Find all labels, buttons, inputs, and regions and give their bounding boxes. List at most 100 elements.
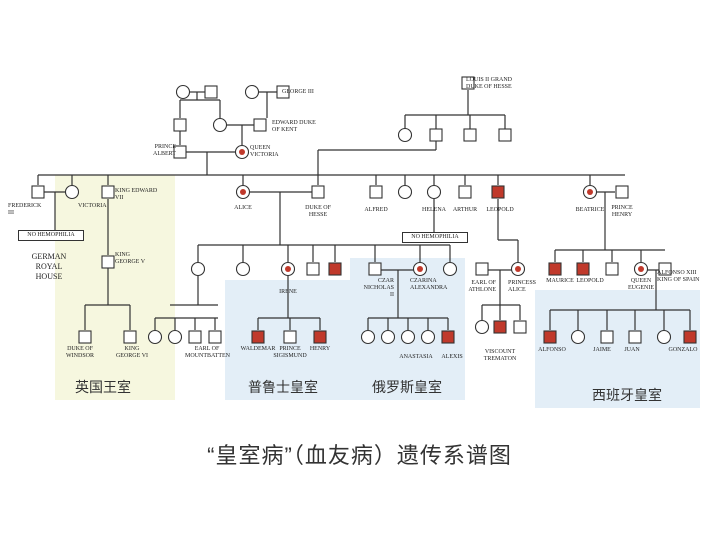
label-beatrice: BEATRICE — [575, 207, 605, 213]
female-helena — [426, 184, 442, 200]
label-prince-henry: PRINCE HENRY — [611, 205, 633, 218]
label-earl-athlone: EARL OF ATHLONE — [468, 280, 496, 293]
female-maria — [400, 329, 416, 345]
male-hesse-son — [429, 128, 443, 142]
carrier-dot-irene — [285, 266, 291, 272]
male-george-vi — [123, 330, 137, 344]
label-leopold: LEOPOLD — [486, 207, 514, 213]
female-marie — [442, 261, 458, 277]
house-russian: 俄罗斯皇室 — [372, 380, 442, 396]
male-waldemar — [251, 330, 265, 344]
label-frederick: FREDERICK III — [8, 203, 42, 216]
female-louise — [167, 329, 183, 345]
female-olga — [360, 329, 376, 345]
male-alfred — [369, 185, 383, 199]
label-edward-vii: KING EDWARD VII — [115, 188, 158, 201]
male-rupert — [513, 320, 527, 334]
male-george-iii — [276, 85, 290, 99]
house-spanish: 西班牙皇室 — [592, 388, 662, 404]
male-ancestor-left — [173, 118, 187, 132]
diagram-title: “皇室病”（血友病）遗传系谱图 — [207, 443, 512, 468]
male-great-grandfather-1 — [204, 85, 218, 99]
male-hesse-son-3 — [498, 128, 512, 142]
male-louis-ii — [461, 76, 475, 90]
male-edward-vii — [101, 185, 115, 199]
male-juan — [628, 330, 642, 344]
label-maurice: MAURICE — [546, 278, 574, 284]
label-george-vi: KING GEORGE VI — [115, 346, 149, 359]
label-arthur: ARTHUR — [452, 207, 478, 213]
male-george-v — [101, 255, 115, 269]
label-waldemar: WALDEMAR — [240, 346, 276, 352]
female-maria-cristina — [656, 329, 672, 345]
label-czar-nicholas: CZAR NICHOLAS II — [363, 278, 394, 298]
carrier-dot-beatrice — [587, 189, 593, 195]
male-ernst — [306, 262, 320, 276]
house-prussian: 普鲁士皇室 — [248, 380, 318, 396]
female-victoria — [64, 184, 80, 200]
label-louis-ii: LOUIS II GRAND DUKE OF HESSE — [466, 77, 512, 90]
label-duke-hesse: DUKE OF HESSE — [305, 205, 331, 218]
note-no-hemophilia-1: NO HEMOPHILIA — [18, 230, 84, 241]
female-victoria-hesse — [190, 261, 206, 277]
female-lady-may — [474, 319, 490, 335]
male-duke-hesse — [311, 185, 325, 199]
male-gonzalo — [683, 330, 697, 344]
label-queen-eugenie: QUEEN EUGENIE — [628, 278, 654, 291]
label-alfonso: ALFONSO — [538, 347, 566, 353]
label-earl-mountbatten: EARL OF MOUNTBATTEN — [185, 346, 230, 359]
label-jaime: JAIME — [593, 347, 611, 353]
female-great-grandmother-2 — [244, 84, 260, 100]
carrier-dot-princess-alice — [515, 266, 521, 272]
male-hesse-son-2 — [463, 128, 477, 142]
british-house-region — [55, 175, 175, 400]
carrier-dot-queen-eugenie — [638, 266, 644, 272]
male-leopold — [491, 185, 505, 199]
male-prince-albert — [173, 145, 187, 159]
female-alice-b — [147, 329, 163, 345]
male-jaime — [600, 330, 614, 344]
label-helena: HELENA — [422, 207, 446, 213]
male-frederick — [31, 185, 45, 199]
label-viscount-trematon: VISCOUNT TREMATON — [483, 349, 517, 362]
female-ancestor-mid — [212, 117, 228, 133]
label-alfonso-xiii: ALFONSO XIII KING OF SPAIN — [657, 270, 700, 283]
label-alexis: ALEXIS — [441, 354, 463, 360]
label-george-iii: GEORGE III — [282, 89, 314, 95]
label-queen-victoria: QUEEN VICTORIA — [250, 145, 279, 158]
label-alfred: ALFRED — [364, 207, 388, 213]
label-anastasia: ANASTASIA — [399, 354, 433, 360]
label-henry: HENRY — [309, 346, 331, 352]
label-czarina-alexandra: CZARINA ALEXANDRA — [410, 278, 448, 291]
male-friedrich — [328, 262, 342, 276]
female-beatriz — [570, 329, 586, 345]
label-prince-albert: PRINCE ALBERT — [153, 144, 176, 157]
label-leopold2: LEOPOLD — [576, 278, 604, 284]
male-mountbatten — [208, 330, 222, 344]
label-alice: ALICE — [234, 205, 252, 211]
male-earl-athlone — [475, 262, 489, 276]
label-princess-alice: PRINCESS ALICE — [508, 280, 537, 293]
female-great-grandmother-1 — [175, 84, 191, 100]
female-helena-sib — [397, 184, 413, 200]
house-british: 英国王室 — [75, 380, 131, 396]
male-czar-nicholas — [368, 262, 382, 276]
male-viscount-trematon — [493, 320, 507, 334]
carrier-dot-queen-victoria — [239, 149, 245, 155]
female-anastasia — [420, 329, 436, 345]
carrier-dot-czarina-alexandra — [417, 266, 423, 272]
male-duke-windsor — [78, 330, 92, 344]
label-duke-windsor: DUKE OF WINDSOR — [66, 346, 94, 359]
male-maurice — [576, 262, 590, 276]
male-prince-henry — [615, 185, 629, 199]
female-ella — [235, 261, 251, 277]
label-irene: IRENE — [279, 289, 297, 295]
male-alexis — [441, 330, 455, 344]
male-alfonso — [543, 330, 557, 344]
label-juan: JUAN — [624, 347, 640, 353]
carrier-dot-alice — [240, 189, 246, 195]
label-victoria: VICTORIA — [78, 203, 107, 209]
german-royal-house: GERMAN ROYAL HOUSE — [31, 252, 67, 281]
